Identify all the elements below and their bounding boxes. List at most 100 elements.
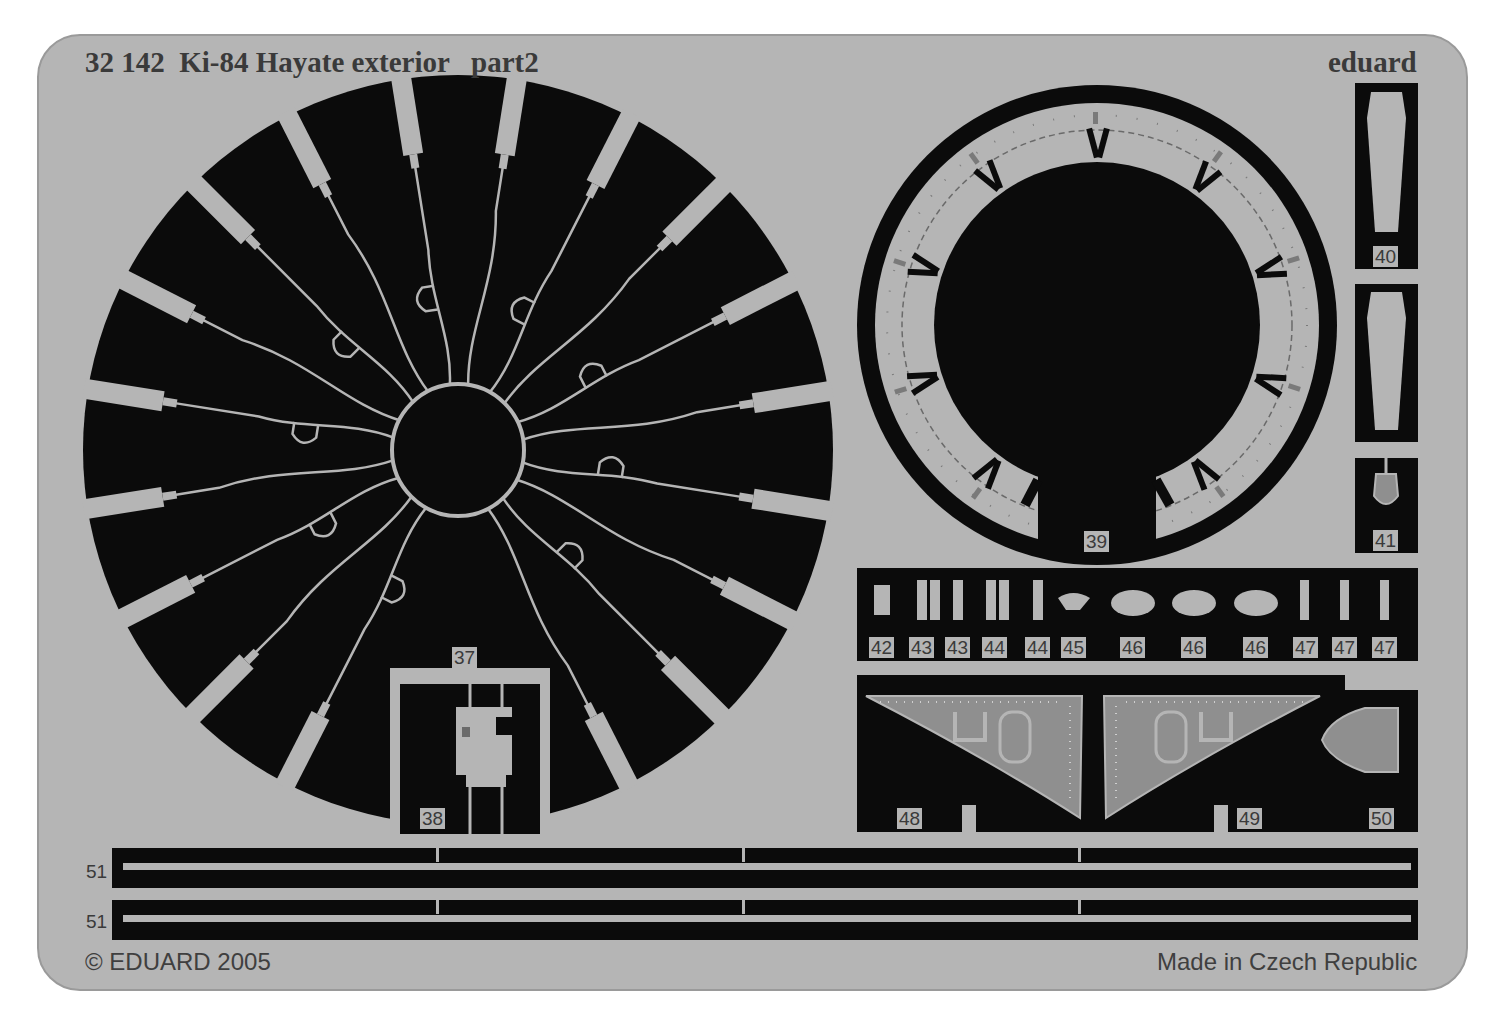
sprue [469,787,472,834]
part-number: 37 [452,647,477,668]
sprue [501,787,504,834]
lead [472,105,640,398]
rail-strip [122,862,1412,871]
panel-part [1367,292,1406,430]
sprue [436,848,439,862]
harness-cutout [83,75,833,825]
dome-part [1322,708,1398,772]
panel-hatch [1156,712,1186,762]
sprue [501,684,504,707]
panel-part [1367,92,1406,232]
part-number: 46 [1243,637,1268,658]
lead [81,379,396,457]
lead [178,174,421,417]
clip [1252,249,1303,286]
part-number: 45 [1061,637,1086,658]
part-number: 40 [1373,246,1398,267]
part-cutout [857,675,1418,832]
panel-slot [955,712,985,740]
brand-name: eduard [1328,48,1417,77]
rail-cutout [112,900,1418,940]
part-cutout [1355,284,1418,442]
lead [183,489,419,725]
lead [382,74,460,389]
part-cutout [400,684,540,834]
part-number: 47 [1293,637,1318,658]
lead [497,175,733,411]
ring-center [934,162,1260,488]
part-number: 43 [945,637,970,658]
part-frame [390,668,550,834]
sprue [469,684,472,707]
part-number: 51 [84,911,109,932]
part-number: 49 [1237,808,1262,829]
ring-gap [1025,480,1038,505]
lead [458,74,527,387]
small-parts [874,580,1389,620]
clip [961,452,1007,503]
small-part [1058,593,1090,610]
panel-48 [866,696,1082,818]
sprue [436,900,439,914]
sprue [1078,848,1081,862]
fret-title: 32 142 Ki-84 Hayate exterior part2 [85,48,539,77]
bracket-part [456,707,512,775]
sprue [1078,900,1081,914]
clip [1186,146,1232,197]
part-number: 51 [84,861,109,882]
lead [521,381,834,450]
small-part [1340,580,1349,620]
part-number: 42 [869,637,894,658]
clip [891,247,942,284]
small-part [1300,580,1309,620]
sprue [742,848,745,862]
small-part [999,580,1009,620]
small-part [930,580,940,620]
part-number: 50 [1369,808,1394,829]
part-number: 47 [1372,637,1397,658]
bracket-notch [496,717,512,735]
clip [963,145,1009,196]
part-number: 46 [1181,637,1206,658]
clip [1086,112,1110,158]
sprue [962,805,976,832]
part-cutout [1355,458,1418,553]
rivet-row [1069,706,1071,800]
ring-cutout [857,85,1337,565]
clip [1252,366,1303,403]
ring-gap [1156,480,1170,505]
footer-note: © EDUARD 2005 [85,950,271,974]
part-number: 39 [1084,531,1109,552]
part-number: 41 [1373,530,1398,551]
bracket-detail [462,727,470,737]
small-part [1380,580,1389,620]
bracket-part [466,775,506,787]
oval-part [1111,590,1155,616]
part-number: 38 [420,808,445,829]
lead [82,450,395,519]
fret-plate [38,35,1467,990]
small-part [1033,580,1043,620]
rivet-row [1126,701,1306,703]
part-number: 44 [1025,637,1050,658]
sprue [1385,458,1388,474]
part-number: 44 [982,637,1007,658]
ring-tab-cutout [1038,440,1156,552]
panel-slot [1201,712,1231,740]
panel-49 [1104,696,1320,818]
oval-part [1172,590,1216,616]
rivet-row [880,701,1060,703]
small-part [917,580,927,620]
clip [890,364,941,401]
lamp-part [1374,474,1398,504]
part-cutout [1355,83,1418,269]
part-cutout [857,568,1418,661]
part-number: 43 [909,637,934,658]
clip [1185,454,1231,505]
lead [520,443,835,521]
sprue [742,900,745,914]
small-part [986,580,996,620]
part-number: 46 [1120,637,1145,658]
small-part [953,580,963,620]
